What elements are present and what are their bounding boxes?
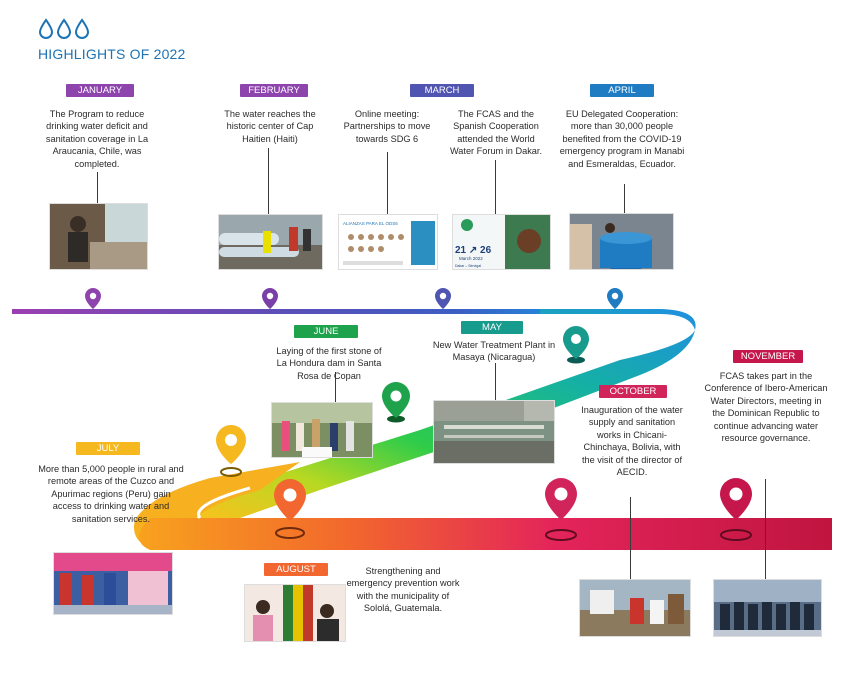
photo-november: [713, 579, 822, 637]
event-text-november: FCAS takes part in the Conference of Ibe…: [704, 371, 828, 444]
connector-line: [268, 148, 269, 214]
connector-line: [624, 184, 625, 214]
connector-line: [335, 372, 336, 402]
badge-june: JUNE: [294, 325, 358, 338]
badge-august: AUGUST: [264, 563, 328, 576]
poster-month: March 2022: [459, 256, 483, 261]
poster-caption: 21 ↗ 26: [455, 245, 492, 256]
photo-july: [53, 552, 173, 615]
poster-headline: ALIANZAS PARA EL ODS6: [343, 221, 398, 226]
page-title: HIGHLIGHTS OF 2022: [38, 46, 186, 62]
pin-january-icon: [85, 288, 101, 309]
event-text-may: New Water Treatment Plant in Masaya (Nic…: [432, 340, 556, 363]
photo-october: [579, 579, 691, 637]
photo-june: [271, 402, 373, 458]
water-drops-icon: [38, 18, 90, 39]
pin-february-icon: [262, 288, 278, 309]
photo-january: [49, 203, 148, 270]
pin-may-icon: [563, 326, 589, 364]
badge-may: MAY: [461, 321, 523, 334]
event-text-march-2: The FCAS and the Spanish Cooperation att…: [449, 109, 543, 157]
event-text-january: The Program to reduce drinking water def…: [45, 109, 149, 169]
connector-line: [630, 497, 631, 579]
badge-october: OCTOBER: [599, 385, 667, 398]
photo-march-poster: ALIANZAS PARA EL ODS6: [338, 214, 438, 270]
connector-line: [765, 479, 766, 579]
badge-january: JANUARY: [66, 84, 134, 97]
photo-april: [569, 213, 674, 270]
pin-august-icon: [274, 479, 306, 539]
pin-october-icon: [545, 478, 577, 541]
photo-march-forum: 21 ↗ 26 March 2022 Dakar – Sénégal: [452, 214, 551, 270]
pin-march-icon: [435, 288, 451, 309]
event-text-april: EU Delegated Cooperation: more than 30,0…: [559, 109, 685, 169]
event-text-october: Inauguration of the water supply and san…: [581, 405, 683, 478]
pin-july-icon: [216, 425, 246, 477]
badge-november: NOVEMBER: [733, 350, 803, 363]
photo-august: [244, 584, 346, 642]
poster-footer: Dakar – Sénégal: [455, 264, 481, 268]
badge-july: JULY: [76, 442, 140, 455]
badge-march: MARCH: [410, 84, 474, 97]
connector-line: [495, 363, 496, 401]
pin-april-icon: [607, 288, 623, 309]
badge-february: FEBRUARY: [240, 84, 308, 97]
event-text-august: Strengthening and emergency prevention w…: [346, 566, 460, 614]
event-text-march-1: Online meeting: Partnerships to move tow…: [343, 109, 431, 144]
event-text-june: Laying of the first stone of La Hondura …: [276, 346, 382, 381]
connector-line: [387, 152, 388, 218]
pin-november-icon: [720, 478, 752, 541]
photo-may: [433, 400, 555, 464]
event-text-february: The water reaches the historic center of…: [224, 109, 316, 144]
connector-line: [97, 172, 98, 204]
connector-line: [495, 160, 496, 215]
pin-june-icon: [382, 382, 410, 423]
badge-april: APRIL: [590, 84, 654, 97]
event-text-july: More than 5,000 people in rural and remo…: [38, 464, 184, 524]
photo-february: [218, 214, 323, 270]
